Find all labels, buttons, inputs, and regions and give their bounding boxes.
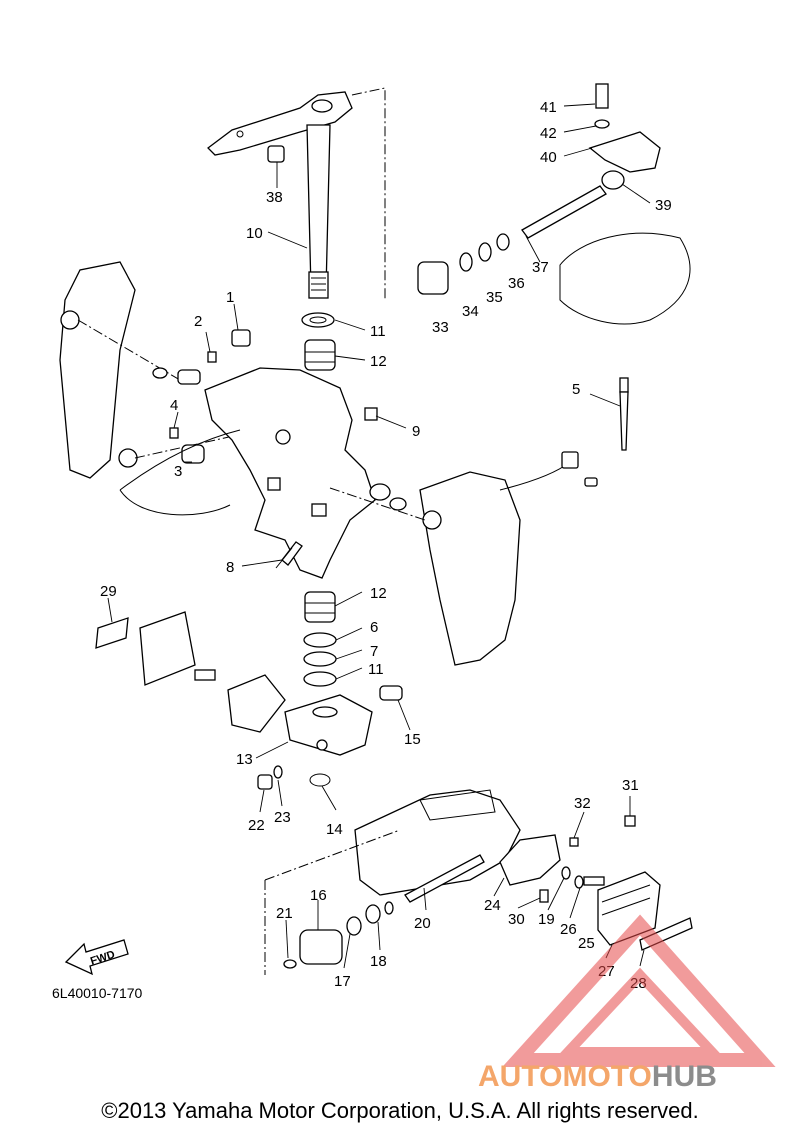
steering-arm — [207, 87, 386, 300]
watermark-suffix: HUB — [652, 1060, 717, 1093]
bolt-1-assembly — [152, 329, 251, 385]
mount-bracket — [194, 669, 286, 733]
callout-12-lower: 12 — [370, 585, 387, 602]
nut-9 — [364, 407, 378, 421]
callout-16: 16 — [310, 887, 327, 904]
callout-41: 41 — [540, 99, 557, 116]
lower-bushing-12 — [304, 591, 336, 623]
lower-casing — [264, 789, 521, 975]
callout-2: 2 — [194, 313, 202, 330]
callout-40: 40 — [540, 149, 557, 166]
callout-10: 10 — [246, 225, 263, 242]
callout-7: 7 — [370, 643, 378, 660]
callout-21: 21 — [276, 905, 293, 922]
watermark-prefix: AUTOMOTO — [478, 1060, 652, 1093]
stopper-body — [559, 232, 691, 325]
bushing-16 — [299, 929, 343, 965]
callout-15: 15 — [404, 731, 421, 748]
watermark-text: AUTOMOTOHUB — [478, 1060, 717, 1093]
callout-3: 3 — [174, 463, 182, 480]
callout-11-lower: 11 — [368, 661, 384, 678]
callout-17: 17 — [334, 973, 351, 990]
watermark-triangle-outer — [502, 914, 776, 1067]
callout-20: 20 — [414, 915, 431, 932]
washers-17-21 — [283, 901, 394, 969]
callout-37: 37 — [532, 259, 549, 276]
callout-39: 39 — [655, 197, 672, 214]
callout-8: 8 — [226, 559, 234, 576]
callout-12-upper: 12 — [370, 353, 387, 370]
callout-24: 24 — [484, 897, 501, 914]
bracket-24 — [499, 834, 561, 886]
callout-34: 34 — [462, 303, 479, 320]
upper-bushing-12 — [304, 339, 336, 371]
nipple-4 — [169, 427, 179, 439]
callout-11-upper: 11 — [370, 323, 386, 340]
callout-19: 19 — [538, 911, 555, 928]
copyright-notice: ©2013 Yamaha Motor Corporation, U.S.A. A… — [101, 1098, 699, 1123]
top-bracket-40 — [588, 83, 661, 173]
right-clamp-bracket — [329, 451, 598, 666]
nut-38 — [267, 145, 285, 163]
nut-22 — [257, 774, 273, 790]
clamp-bracket — [59, 261, 261, 479]
callout-30: 30 — [508, 911, 525, 928]
callout-4: 4 — [170, 397, 178, 414]
diagram-code: 6L40010-7170 — [52, 985, 143, 1001]
callout-14: 14 — [326, 821, 343, 838]
washer-7 — [303, 651, 337, 667]
callout-labels: 41 42 40 39 37 36 35 34 33 38 10 11 12 1… — [100, 99, 672, 992]
washer-6 — [303, 632, 337, 648]
callout-23: 23 — [274, 809, 291, 826]
bolt-8 — [275, 541, 303, 569]
watermark-triangle-inner — [556, 967, 724, 1057]
callout-9: 9 — [412, 423, 420, 440]
watermark-logo — [502, 914, 776, 1067]
callout-26: 26 — [560, 921, 577, 938]
clip-15 — [379, 685, 403, 701]
bushing-3 — [181, 444, 205, 464]
callout-31: 31 — [622, 777, 639, 794]
bushing-33 — [417, 261, 449, 295]
callout-36: 36 — [508, 275, 525, 292]
bolt-5 — [619, 377, 629, 451]
callout-22: 22 — [248, 817, 265, 834]
callout-25: 25 — [578, 935, 595, 952]
cover-29 — [95, 611, 196, 686]
collar-39 — [601, 170, 625, 190]
callout-33: 33 — [432, 319, 449, 336]
washer-23 — [273, 765, 283, 779]
shaft-37 — [521, 185, 607, 239]
swivel-bracket — [119, 367, 376, 579]
callout-38: 38 — [266, 189, 283, 206]
steering-shaft — [306, 124, 331, 299]
callout-42: 42 — [540, 125, 557, 142]
lower-washer-11 — [303, 671, 337, 687]
washers-34-36 — [459, 233, 510, 272]
clip-14 — [309, 773, 331, 787]
callout-6: 6 — [370, 619, 378, 636]
bolt-20 — [404, 854, 485, 903]
upper-washer-11 — [301, 312, 335, 328]
lower-mount-13 — [284, 694, 373, 756]
callout-1: 1 — [226, 289, 234, 306]
callout-18: 18 — [370, 953, 387, 970]
callout-29: 29 — [100, 583, 117, 600]
callout-13: 13 — [236, 751, 253, 768]
callout-5: 5 — [572, 381, 580, 398]
callout-32: 32 — [574, 795, 591, 812]
grease-nipple-2 — [207, 351, 217, 363]
fwd-arrow: FWD — [64, 939, 129, 976]
callout-35: 35 — [486, 289, 503, 306]
